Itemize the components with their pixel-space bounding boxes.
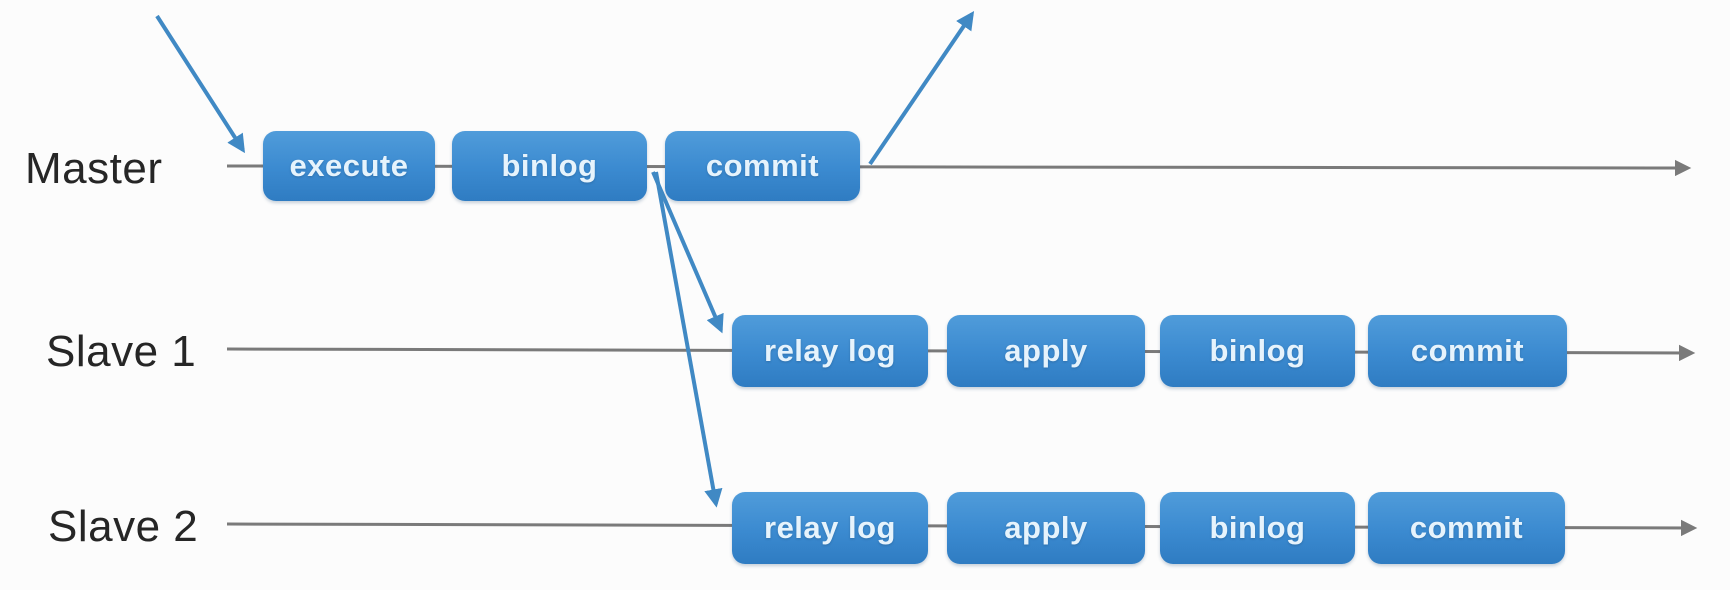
row-label-master: Master [25, 144, 163, 193]
binlog-to-slave1-arrow-icon [651, 171, 724, 334]
step-box-slave2-apply: apply [947, 492, 1145, 564]
step-box-slave1-apply: apply [947, 315, 1145, 387]
step-box-slave1-binlog: binlog [1160, 315, 1355, 387]
step-box-slave2-binlog: binlog [1160, 492, 1355, 564]
step-box-slave1-relay-log: relay log [732, 315, 928, 387]
row-label-slave2: Slave 2 [48, 502, 199, 551]
row-label-slave1: Slave 1 [46, 327, 197, 376]
step-box-master-binlog: binlog [452, 131, 647, 201]
step-box-master-execute: execute [263, 131, 435, 201]
step-box-slave2-commit: commit [1368, 492, 1565, 564]
step-box-slave2-relay-log: relay log [732, 492, 928, 564]
commit-return-arrow-icon [868, 10, 975, 166]
master-timeline [226, 159, 1692, 177]
incoming-request-arrow-icon [155, 14, 245, 154]
step-box-slave1-commit: commit [1368, 315, 1567, 387]
binlog-to-slave2-arrow-icon [654, 171, 723, 508]
step-box-master-commit: commit [665, 131, 860, 201]
